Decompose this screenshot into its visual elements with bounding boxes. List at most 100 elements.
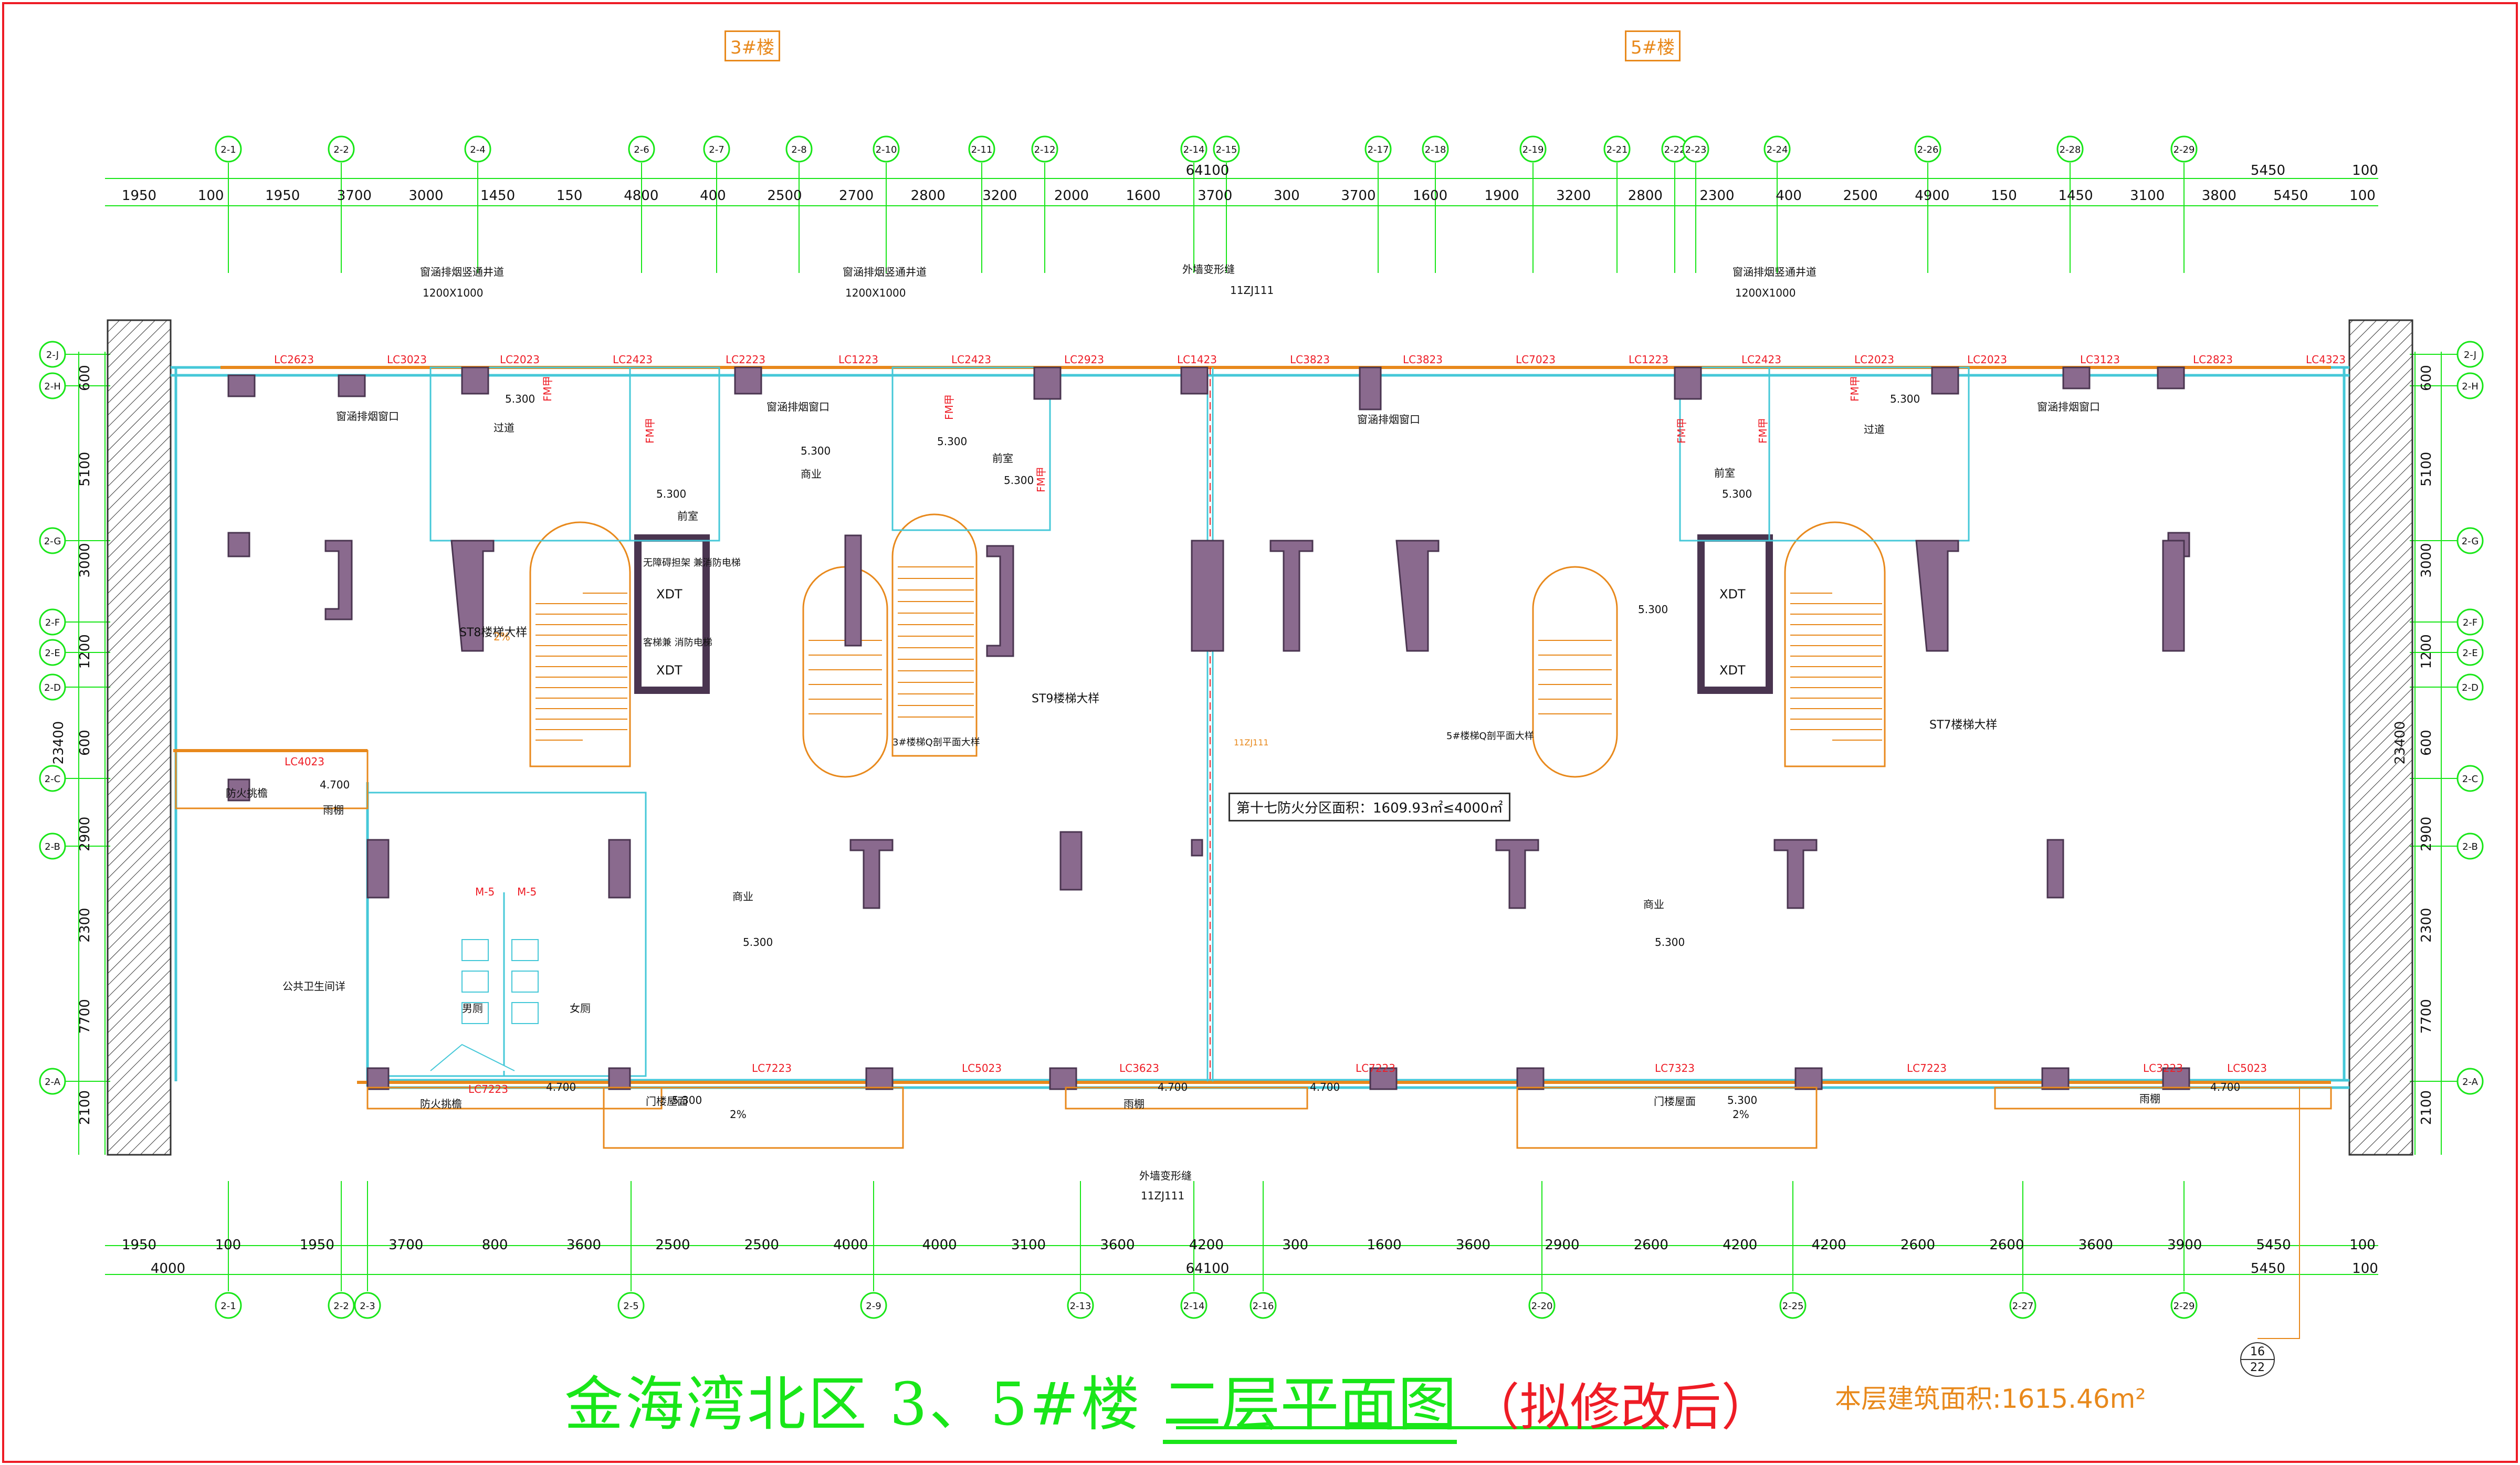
axis-bubble-top: 2-22 bbox=[1661, 135, 1688, 163]
shop-label-3: 商业 bbox=[1643, 898, 1664, 911]
axis-bubble-right: 2-C bbox=[2456, 765, 2484, 792]
axis-bubble-bottom: 2-2 bbox=[328, 1292, 355, 1319]
dim-top: 2300 bbox=[1699, 188, 1734, 204]
dim-bottom-extra: 4000 bbox=[151, 1261, 185, 1277]
axis-bubble-top: 2-29 bbox=[2170, 135, 2198, 163]
canopy-2: 雨棚 bbox=[1124, 1098, 1144, 1110]
column bbox=[227, 532, 250, 557]
column bbox=[734, 366, 762, 395]
axis-bubble-right: 2-G bbox=[2456, 527, 2484, 554]
floor-area: 本层建筑面积:1615.46m² bbox=[1835, 1384, 2146, 1414]
axis-bubble-bottom: 2-3 bbox=[354, 1292, 381, 1319]
dim-top: 400 bbox=[700, 188, 726, 204]
elev-11: 5.300 bbox=[672, 1094, 702, 1106]
dim-bottom: 5450 bbox=[2256, 1237, 2291, 1253]
axis-bubble-top-label: 2-28 bbox=[2060, 144, 2081, 155]
dim-top: 3700 bbox=[1341, 188, 1376, 204]
dim-top-extra: 100 bbox=[2352, 163, 2378, 178]
ref-code-mid: 11ZJ111 bbox=[1234, 737, 1269, 747]
female-toilet: 女厕 bbox=[570, 1002, 591, 1015]
axis-bubble-left-label: 2-F bbox=[45, 617, 60, 628]
dim-right: 7700 bbox=[2419, 999, 2434, 1034]
column bbox=[366, 1067, 390, 1090]
dim-left: 2100 bbox=[77, 1090, 93, 1125]
elev-8: 5.300 bbox=[1722, 488, 1752, 500]
axis-bubble-top: 2-4 bbox=[464, 135, 491, 163]
axis-bubble-left-label: 2-B bbox=[45, 841, 60, 852]
axis-bubble-top-label: 2-24 bbox=[1767, 144, 1788, 155]
window-tag-top: LC4323 bbox=[2306, 353, 2346, 366]
axis-bubble-bottom-label: 2-3 bbox=[360, 1301, 375, 1312]
dim-top: 3700 bbox=[1198, 188, 1232, 204]
axis-bubble-top-label: 2-17 bbox=[1368, 144, 1389, 155]
front-room-1: 前室 bbox=[677, 510, 698, 522]
dim-bottom: 2900 bbox=[1545, 1237, 1579, 1253]
dim-left: 600 bbox=[77, 365, 93, 391]
stair-treads bbox=[536, 566, 1882, 741]
axis-bubble-bottom: 2-27 bbox=[2009, 1292, 2036, 1319]
dim-top: 4800 bbox=[624, 188, 658, 204]
axis-bubble-left: 2-G bbox=[39, 527, 66, 554]
axis-bubble-top: 2-14 bbox=[1180, 135, 1208, 163]
dim-top: 300 bbox=[1274, 188, 1300, 204]
dim-bottom: 3600 bbox=[566, 1237, 601, 1253]
column bbox=[1516, 1067, 1545, 1090]
st8-label: ST8楼梯大样 bbox=[459, 626, 527, 639]
wall-pier bbox=[1495, 839, 1539, 909]
dim-bottom-total: 64100 bbox=[1186, 1261, 1230, 1277]
window-tag-top: LC2423 bbox=[1741, 353, 1781, 366]
axis-bubble-left-label: 2-G bbox=[44, 536, 61, 547]
fire-canopy-2: 防火挑檐 bbox=[420, 1098, 462, 1110]
axis-bubble-bottom-label: 2-16 bbox=[1253, 1301, 1274, 1312]
column bbox=[1359, 366, 1382, 410]
axis-bubble-bottom: 2-14 bbox=[1180, 1292, 1208, 1319]
elev-4: 5.300 bbox=[937, 435, 967, 448]
axis-bubble-top-label: 2-8 bbox=[791, 144, 806, 155]
toilet-ref: 公共卫生间详 bbox=[282, 980, 345, 993]
column bbox=[608, 1067, 631, 1090]
left-hatched-wall bbox=[107, 319, 172, 1156]
dim-top: 1450 bbox=[2058, 188, 2093, 204]
axis-bubble-top: 2-18 bbox=[1422, 135, 1449, 163]
window-tag-top: LC2423 bbox=[951, 353, 991, 366]
elev-1: 5.300 bbox=[505, 393, 535, 405]
dim-bottom: 2500 bbox=[744, 1237, 779, 1253]
dim-top: 3100 bbox=[2130, 188, 2165, 204]
wall-pier bbox=[2046, 839, 2064, 899]
axis-bubble-top-label: 2-21 bbox=[1606, 144, 1628, 155]
slope-3: 2% bbox=[1732, 1108, 1749, 1121]
columns bbox=[227, 366, 2190, 1090]
axis-bubble-bottom-label: 2-20 bbox=[1531, 1301, 1553, 1312]
dim-left-total: 23400 bbox=[51, 721, 67, 765]
column bbox=[1931, 366, 1959, 395]
window-tag-top: LC2623 bbox=[274, 353, 314, 366]
dim-bottom: 4200 bbox=[1812, 1237, 1846, 1253]
dim-bottom: 3600 bbox=[1456, 1237, 1490, 1253]
axis-bubble-right-label: 2-C bbox=[2462, 774, 2479, 785]
dim-left: 5100 bbox=[77, 452, 93, 487]
axis-bubble-top: 2-19 bbox=[1519, 135, 1547, 163]
column bbox=[1180, 366, 1209, 395]
axis-bubble-left-label: 2-C bbox=[45, 774, 61, 785]
window-tag-bottom: LC7223 bbox=[1907, 1062, 1947, 1074]
wall-pier bbox=[1269, 540, 1314, 652]
axis-bubble-top: 2-28 bbox=[2056, 135, 2084, 163]
dim-bottom: 1950 bbox=[300, 1237, 334, 1253]
dim-bottom: 800 bbox=[482, 1237, 508, 1253]
axis-bubble-bottom-label: 2-13 bbox=[1070, 1301, 1091, 1312]
axis-bubble-right-label: 2-H bbox=[2462, 381, 2478, 392]
ref-code-top: 11ZJ111 bbox=[1230, 284, 1274, 297]
corridor-2: 过道 bbox=[1864, 423, 1885, 436]
dim-top: 1950 bbox=[265, 188, 300, 204]
door-fm-5: FM甲 bbox=[1675, 418, 1688, 444]
wall-pier bbox=[1395, 540, 1440, 652]
front-room-3: 前室 bbox=[1714, 467, 1735, 479]
column bbox=[227, 778, 250, 802]
axis-bubble-bottom: 2-13 bbox=[1067, 1292, 1094, 1319]
vent-size-1: 1200X1000 bbox=[423, 287, 484, 299]
axis-bubble-top-label: 2-14 bbox=[1183, 144, 1205, 155]
dim-bottom: 2500 bbox=[655, 1237, 690, 1253]
dim-top: 4900 bbox=[1915, 188, 1949, 204]
wall-pier bbox=[849, 839, 894, 909]
